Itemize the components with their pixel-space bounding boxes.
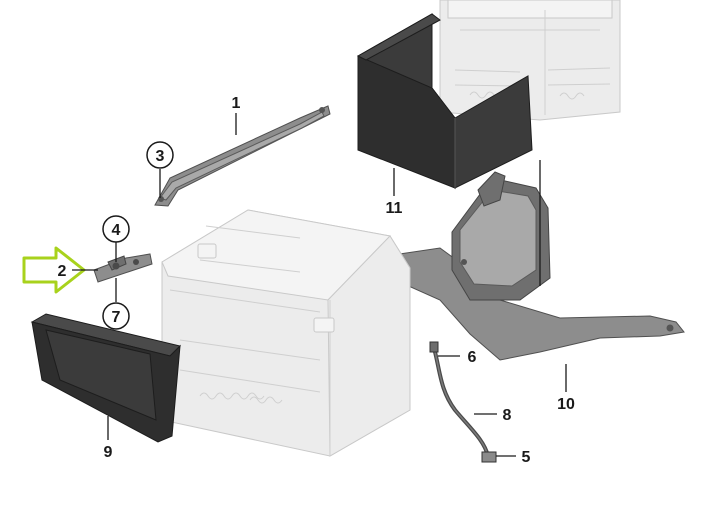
callout-3-circle [146,141,174,169]
vent-hose-parts-5-6-8 [429,341,497,463]
ghost-battery-rear [439,0,621,121]
battery-cover-part-11 [356,13,533,190]
callout-5: 5 [522,449,531,466]
battery-tray-part-10 [381,160,685,361]
outline-arrow-right-icon [22,246,86,294]
callout-11: 11 [386,200,403,217]
callout-4-circle [102,215,130,243]
callout-6: 6 [468,349,477,366]
callout-4: 4 [112,222,121,239]
callout-9: 9 [104,444,113,461]
callout-7: 7 [112,309,121,326]
callout-3: 3 [156,148,165,165]
callout-2: 2 [58,263,67,280]
ghost-battery-main [161,209,411,457]
callout-8: 8 [503,407,512,424]
leader-lines [72,113,567,457]
clamp-part-2 [93,253,153,283]
hold-down-strap-part-1 [154,105,331,207]
callout-10: 10 [557,396,575,413]
callout-1: 1 [232,95,241,112]
side-cover-part-9 [30,313,181,443]
callout-7-circle [102,302,130,330]
